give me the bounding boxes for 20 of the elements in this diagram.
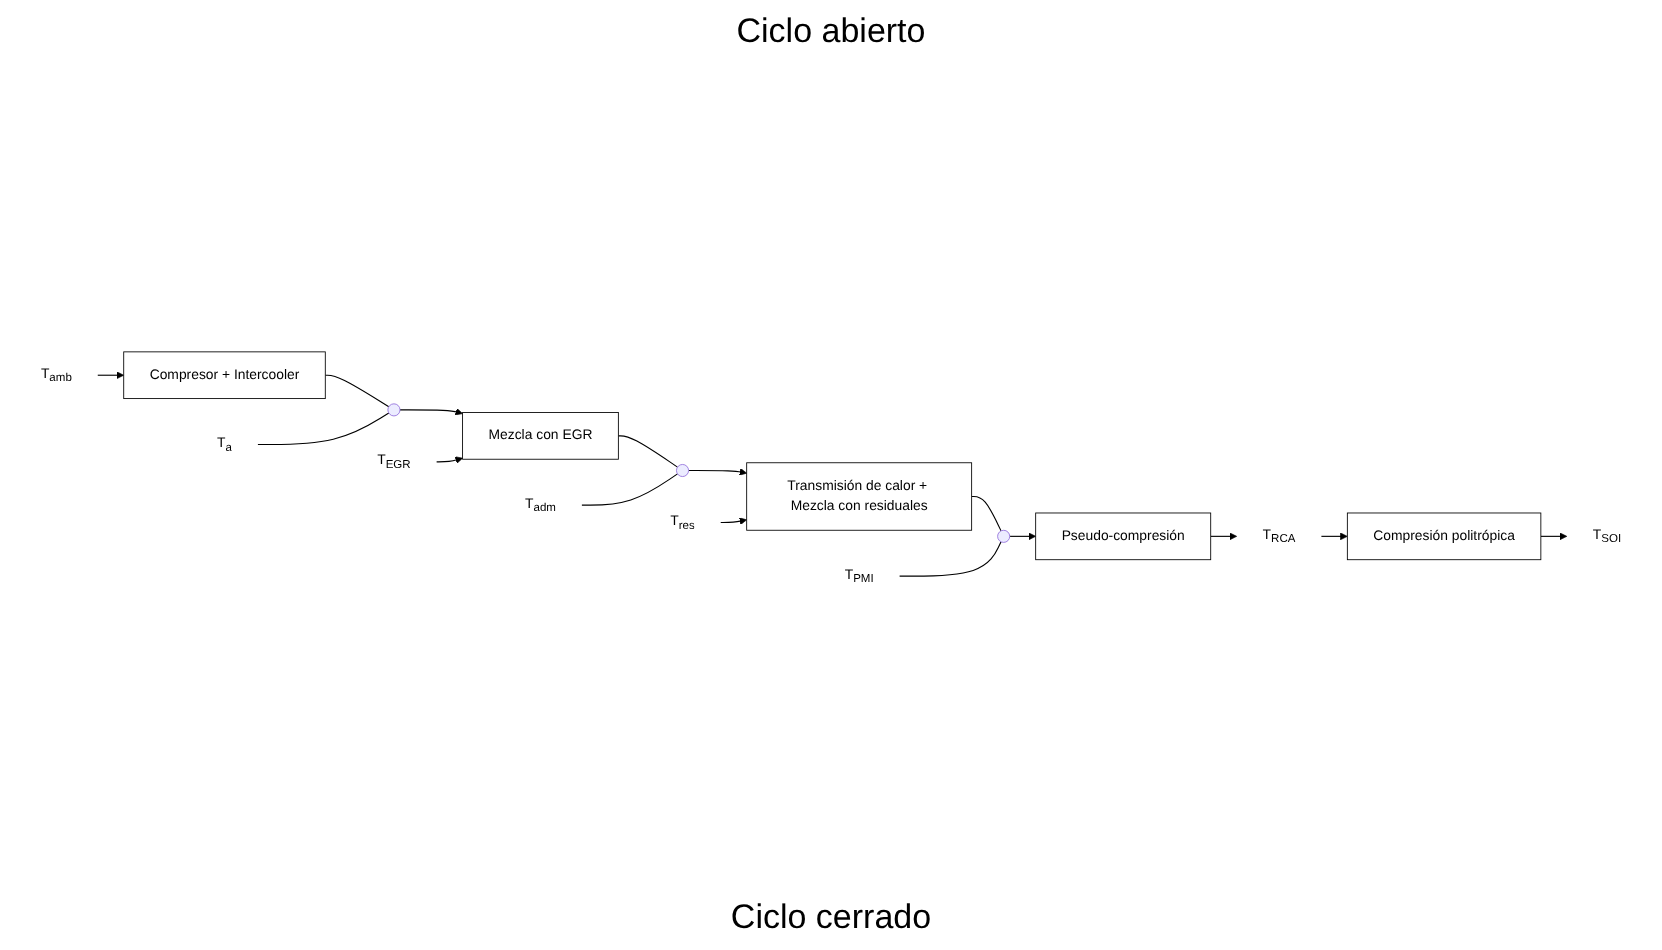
arrow: [399, 407, 463, 415]
connector: [324, 373, 390, 407]
connector: [971, 495, 1002, 531]
node-circle: [997, 529, 1011, 543]
node-circle: [387, 402, 401, 416]
node-circle: [676, 463, 689, 477]
connector: [899, 540, 1002, 576]
arrow: [1320, 531, 1348, 540]
arrow: [688, 467, 747, 475]
arrow: [1540, 531, 1568, 540]
arrow: [436, 455, 463, 463]
arrow: [720, 516, 747, 525]
bracket-label: Ciclo abierto: [736, 12, 926, 52]
bracket-label: Ciclo cerrado: [730, 898, 932, 938]
connector: [581, 472, 679, 505]
arrow: [97, 370, 125, 379]
connector: [617, 434, 679, 467]
arrow: [1210, 531, 1237, 540]
arrow: [1009, 531, 1036, 540]
connector: [257, 411, 390, 445]
